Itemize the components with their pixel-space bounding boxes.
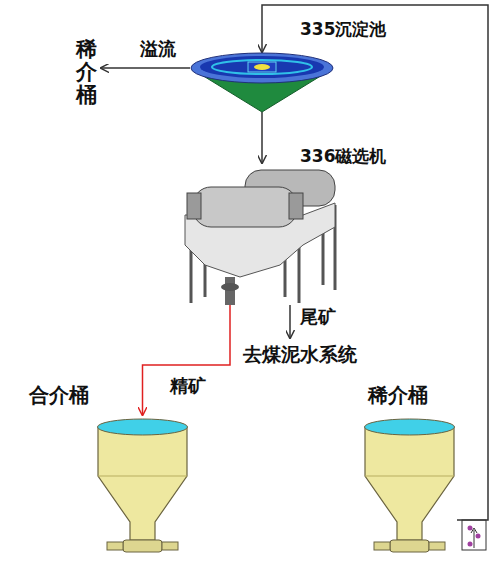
node-label: 合介桶 — [29, 382, 89, 409]
magnetic-separator: 336磁选机 — [185, 165, 345, 305]
flow-pipe — [101, 67, 190, 69]
tank-top — [98, 419, 188, 435]
tank-body — [365, 427, 454, 540]
center-feed — [254, 64, 270, 70]
center-well — [248, 62, 276, 72]
flow-label: 精矿 — [170, 374, 206, 398]
tank-top — [365, 419, 455, 435]
tank-label: 稀介桶 — [76, 38, 97, 108]
medium-tank: 合介桶 — [95, 418, 190, 555]
separator-shape — [185, 165, 345, 305]
thickener-shape — [190, 52, 334, 112]
flow-label: 溢流 — [140, 37, 176, 61]
drum — [193, 187, 297, 227]
node-label: 335沉淀池 — [300, 18, 387, 41]
node-label: 去煤泥水系统 — [243, 342, 357, 368]
tank-shape — [95, 418, 190, 555]
ring — [212, 60, 312, 74]
tank-body — [98, 427, 187, 540]
drum-end — [289, 193, 303, 219]
tank-outlet — [390, 540, 429, 552]
tank-pipe — [162, 542, 178, 550]
node-label: 稀介桶 — [76, 38, 97, 107]
node-label: 稀介桶 — [368, 382, 428, 409]
tank-pipe — [429, 542, 445, 550]
tank-seam — [365, 476, 454, 477]
settling-tank: 335沉淀池 — [190, 52, 334, 112]
tank-outlet — [123, 540, 162, 552]
flow-pipe — [261, 112, 263, 163]
tank-pipe — [374, 542, 390, 550]
medium-tank: 稀介桶 — [362, 418, 457, 555]
outlet-flange — [221, 283, 239, 291]
drum-end — [187, 193, 201, 219]
flow-pipe — [289, 305, 291, 338]
tank-shape — [362, 418, 457, 555]
destination-label: 去煤泥水系统 — [243, 342, 357, 368]
tank-seam — [98, 476, 187, 477]
flow-pipe — [143, 305, 231, 415]
flow-label: 尾矿 — [300, 305, 336, 329]
tank-pipe — [107, 542, 123, 550]
water — [200, 56, 324, 78]
node-label: 336磁选机 — [300, 145, 387, 168]
pump-symbol — [462, 520, 486, 550]
rim — [191, 53, 333, 83]
